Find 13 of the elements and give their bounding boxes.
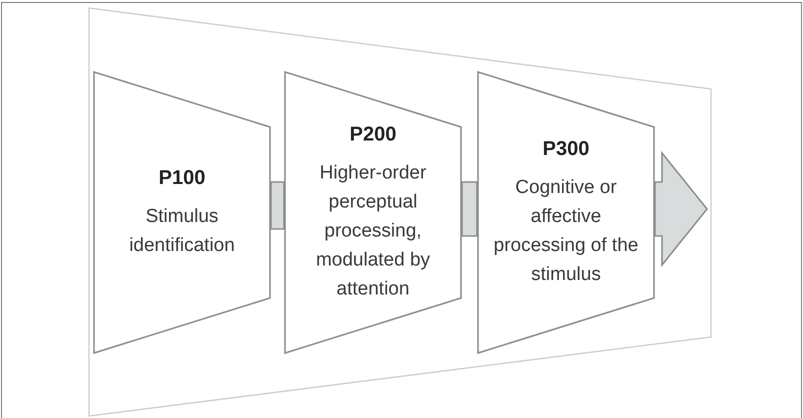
- stage-description: Higher-order perceptual processing, modulated by attention: [314, 161, 432, 301]
- process-trapezoid: [284, 71, 462, 354]
- outer-trapezoid-outline: [88, 7, 712, 417]
- connector-band: [270, 181, 285, 230]
- stage-title: P300: [542, 136, 590, 160]
- stage-description: Cognitive or affective processing of the stimulus: [492, 176, 640, 286]
- stage-title: P200: [350, 122, 396, 146]
- process-trapezoid: [93, 71, 271, 354]
- block-arrow: [654, 150, 708, 268]
- stage-title: P100: [158, 166, 206, 190]
- connector-band: [461, 181, 478, 237]
- stage-description: Stimulus identification: [128, 204, 236, 258]
- process-trapezoid: [477, 71, 655, 354]
